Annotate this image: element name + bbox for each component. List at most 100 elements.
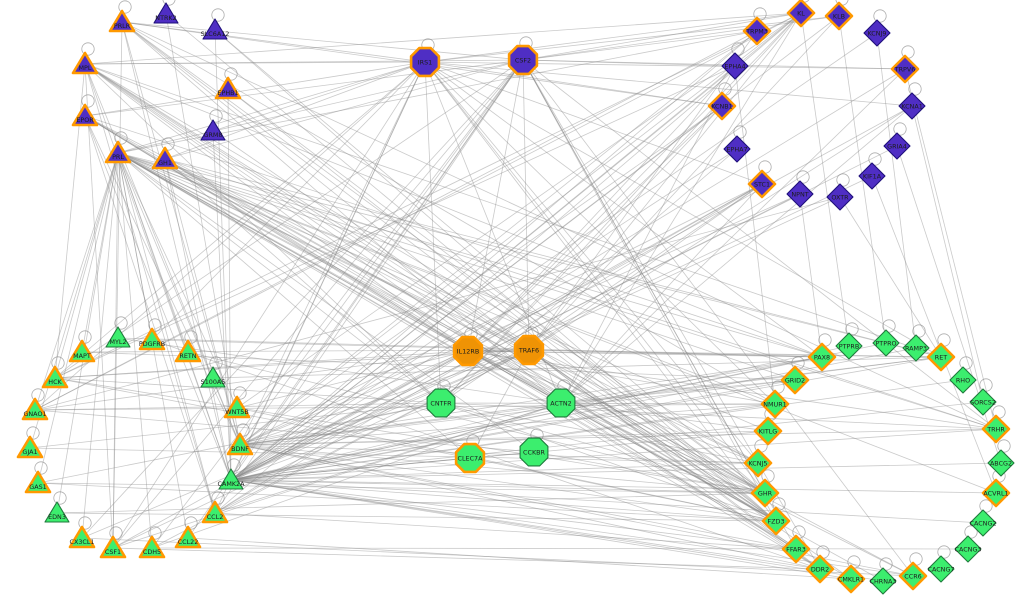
triangle-shape	[71, 51, 99, 75]
self-loop-GJA1	[26, 426, 40, 440]
node-SLC6A12[interactable]: SLC6A12	[201, 18, 230, 40]
node-SORCS2[interactable]: SORCS2	[969, 388, 997, 416]
self-loop-PDGFRB	[148, 318, 162, 332]
octagon-shape	[452, 335, 484, 367]
self-loop-EDN3	[53, 491, 67, 505]
node-ACTN2[interactable]: ACTN2	[546, 388, 576, 418]
edge-GRM8-FZD3	[212, 130, 777, 522]
node-PAX8[interactable]: PAX8	[807, 342, 837, 372]
edge-CLEC7A-FZD3	[469, 457, 777, 522]
edge-TRAF6-HCK	[54, 349, 530, 379]
edge-MAPT-GRID2	[81, 351, 796, 381]
diamond-shape	[981, 478, 1011, 508]
edge-SLC6A12-GHR	[214, 29, 766, 494]
edge-IL12RB-KCNJ5	[467, 350, 759, 464]
edge-PRL-KITLG	[117, 152, 769, 432]
node-GRID2[interactable]: GRID2	[780, 365, 810, 395]
edge-ACTN2-CAMK2A	[230, 402, 562, 481]
node-CX3CL1[interactable]: CX3CL1	[68, 525, 96, 549]
edge-TRPV6-TRHR	[904, 68, 997, 430]
node-ACVRL1[interactable]: ACVRL1	[981, 478, 1011, 508]
node-MYL2[interactable]: MYL2	[105, 326, 131, 348]
self-loop-NPNT	[796, 170, 810, 184]
self-loop-PTPRB	[845, 322, 859, 336]
node-CSF2[interactable]: CSF2	[507, 44, 539, 76]
edge-PRL-EDN3	[56, 152, 119, 514]
node-KCNJ9[interactable]: KCNJ9	[863, 19, 891, 47]
self-loop-CACNG7	[937, 545, 951, 559]
edge-SLC6A12-FZD3	[214, 29, 777, 522]
node-GRIA4[interactable]: GRIA4	[883, 132, 911, 160]
diamond-shape	[898, 92, 926, 120]
triangle-shape	[151, 146, 179, 170]
node-RHO[interactable]: RHO	[949, 366, 977, 394]
diamond-shape	[890, 54, 920, 84]
triangle-shape	[174, 339, 202, 363]
edge-PRL-CMKLR1	[117, 152, 852, 580]
self-loop-GNAO1	[31, 388, 45, 402]
edge-CSF2-PRLR	[121, 21, 524, 61]
node-CLEC7A[interactable]: CLEC7A	[454, 442, 486, 474]
node-CMKLR1[interactable]: CMKLR1	[836, 564, 866, 594]
edge-BDNF-NMUR1	[239, 403, 776, 446]
edge-MPL-CAMK2A	[84, 63, 232, 481]
node-CDH5[interactable]: CDH5	[138, 535, 166, 559]
node-CCKBR[interactable]: CCKBR	[519, 437, 549, 467]
node-IL12RB[interactable]: IL12RB	[452, 335, 484, 367]
edge-IL12RB-CSF1	[112, 350, 469, 549]
node-CNTFR[interactable]: CNTFR	[426, 388, 456, 418]
node-TRAF6[interactable]: TRAF6	[513, 334, 545, 366]
node-CACNG7[interactable]: CACNG7	[927, 555, 955, 583]
node-NTRK2[interactable]: NTRK2	[153, 2, 179, 24]
edge-CLEC7A-HCK	[54, 377, 471, 459]
node-GAS1[interactable]: GAS1	[24, 470, 52, 494]
edge-CNTFR-GJA1	[29, 402, 442, 449]
diamond-shape	[760, 389, 790, 419]
edge-EPOR-FZD3	[84, 115, 777, 522]
edge-CAMK2A-FZD3	[230, 479, 777, 522]
node-MPL[interactable]: MPL	[71, 51, 99, 75]
node-NPNT[interactable]: NPNT	[786, 180, 814, 208]
node-PRL[interactable]: PRL	[104, 140, 132, 164]
node-EDN3[interactable]: EDN3	[44, 501, 70, 523]
edge-CSF2-BDNF	[239, 59, 524, 446]
edge-BDNF-NPNT	[239, 193, 801, 446]
node-KCNA1[interactable]: KCNA1	[898, 92, 926, 120]
edge-CAMK2A-KCNJ5	[230, 462, 759, 481]
node-KIF1A[interactable]: KIF1A	[858, 162, 886, 190]
node-OXTR[interactable]: OXTR	[826, 183, 854, 211]
self-loop-CDH5	[148, 526, 162, 540]
edge-EPHA4-NMUR1	[734, 65, 776, 405]
node-EPHB1[interactable]: EPHB1	[214, 76, 242, 100]
node-MAPT[interactable]: MAPT	[68, 339, 96, 363]
edge-PRL-GAS1	[37, 152, 119, 484]
edge-BDNF-KCNJ5	[239, 444, 759, 464]
node-CACNG3[interactable]: CACNG3	[954, 535, 982, 563]
edge-NPNT-PAX8	[799, 193, 823, 358]
node-GRM8[interactable]: GRM8	[200, 119, 226, 141]
edge-IRS1-NMUR1	[424, 61, 776, 405]
edge-EPHB1-FZD3	[227, 88, 777, 522]
octagon-shape	[519, 437, 549, 467]
edge-PRL-TRPM3	[117, 30, 758, 154]
self-loop-RHO	[959, 356, 973, 370]
edge-CAMK2A-RHO	[230, 379, 964, 481]
edge-EPOR-CCL2	[84, 115, 216, 514]
node-ABCG2[interactable]: ABCG2	[987, 449, 1015, 477]
self-loop-PRL	[114, 131, 128, 145]
node-PRLR[interactable]: PRLR	[108, 9, 136, 33]
node-RET[interactable]: RET	[926, 342, 956, 372]
node-KLB[interactable]: KLB	[824, 1, 854, 31]
edge-CAMK2A-TRHR	[230, 428, 997, 481]
edge-KL-WNT5B	[236, 12, 802, 409]
edge-HCK-GHR	[54, 377, 766, 494]
triangle-shape	[153, 2, 179, 24]
node-IRS1[interactable]: IRS1	[409, 46, 441, 78]
diamond-shape	[723, 135, 751, 163]
node-CCL22[interactable]: CCL22	[174, 525, 202, 549]
triangle-shape	[104, 140, 132, 164]
node-CACNG2[interactable]: CACNG2	[969, 509, 997, 537]
node-CCR6[interactable]: CCR6	[898, 561, 928, 591]
